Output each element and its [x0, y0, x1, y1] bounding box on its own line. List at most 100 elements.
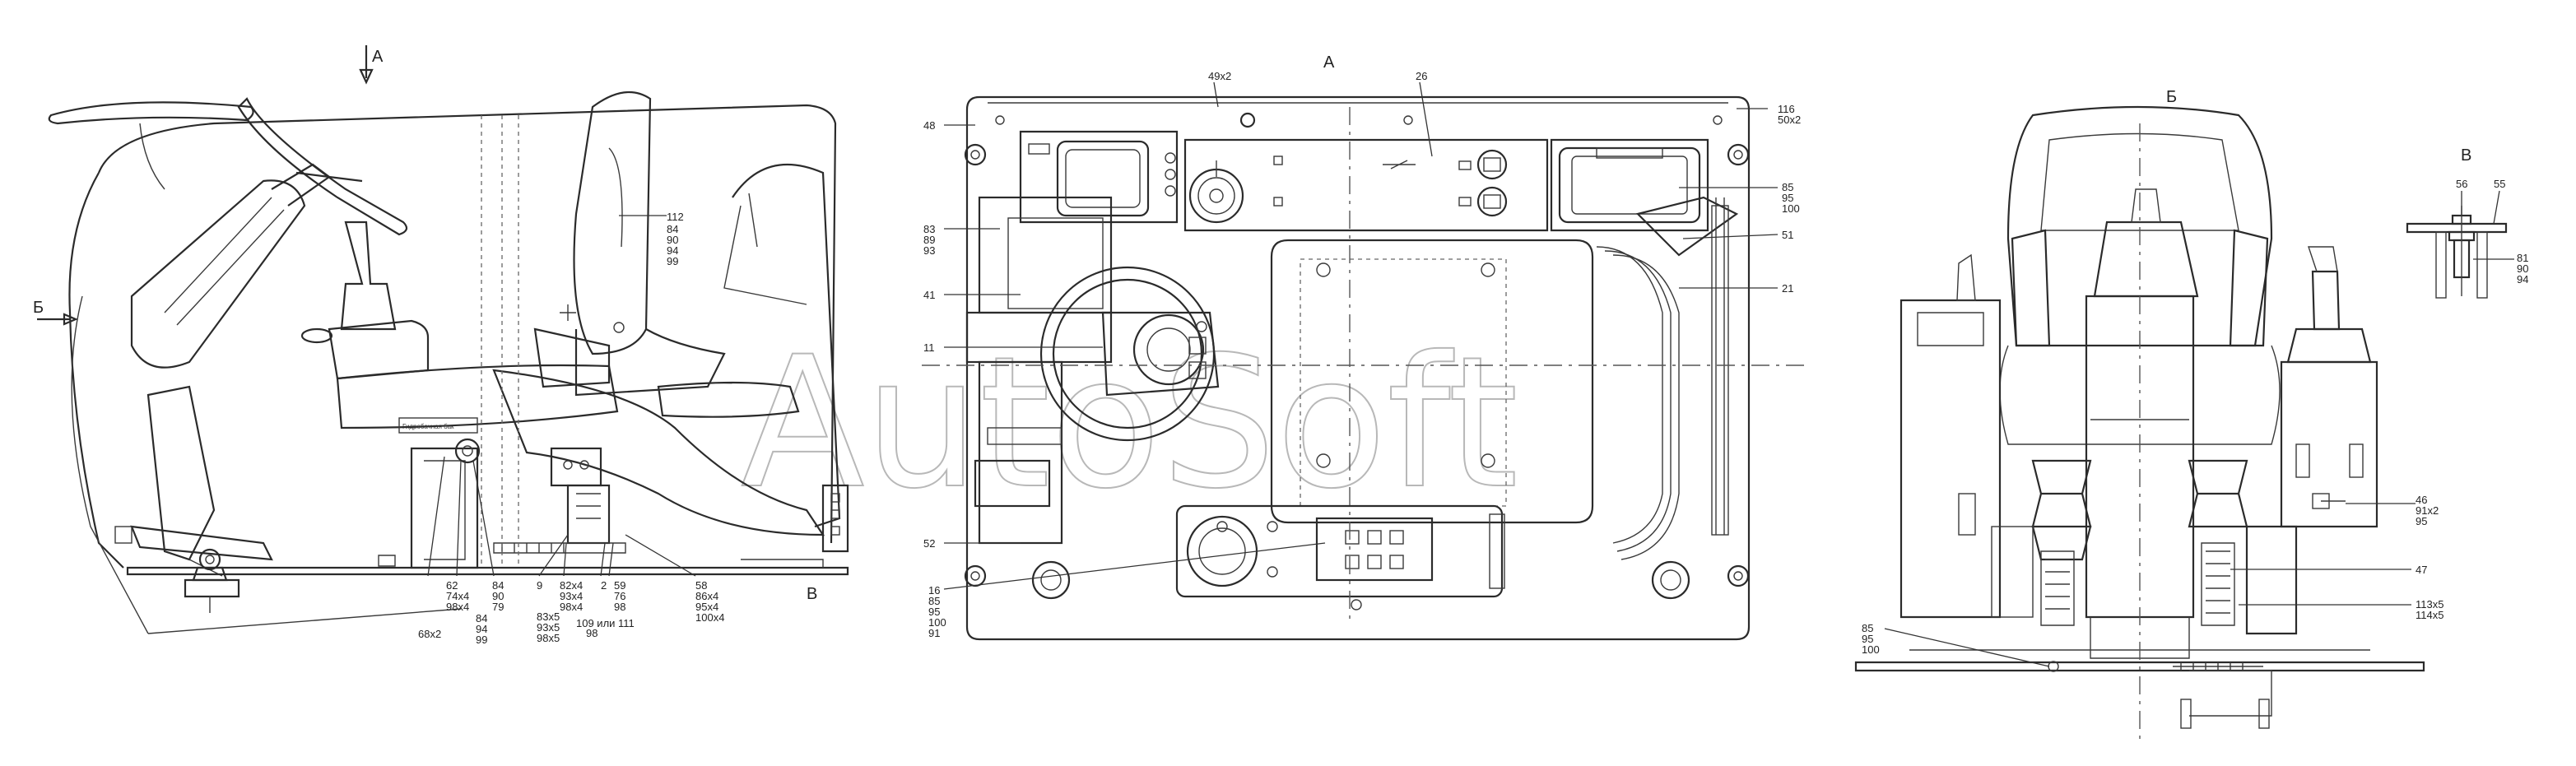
- callout-47: 47: [2416, 564, 2427, 576]
- callout-85-b: 85: [928, 595, 940, 607]
- steering-column: [130, 163, 363, 369]
- watermark: AutoSoft: [741, 318, 1518, 528]
- callout-52: 52: [923, 537, 935, 550]
- callout-9: 9: [537, 579, 542, 592]
- callout-94: 94: [667, 244, 678, 257]
- side-view-callouts: 112 84 90 94 99 62 74х4 98х4 84 90 79 84…: [418, 211, 724, 646]
- callout-56: 56: [2456, 178, 2467, 190]
- view-a: А: [922, 53, 1811, 641]
- callout-90: 90: [667, 234, 678, 246]
- lower-control-panel: [1175, 504, 1505, 610]
- view-a-title: А: [1323, 53, 1335, 72]
- callout-79: 79: [492, 601, 504, 613]
- center-panel: [1270, 239, 1594, 524]
- callout-98x5: 98х5: [537, 632, 560, 644]
- pressure-gauge: [454, 438, 481, 464]
- callout-95x4: 95х4: [695, 601, 718, 613]
- callout-51: 51: [1782, 229, 1793, 241]
- seat-back: [2006, 105, 2273, 347]
- callout-21: 21: [1782, 282, 1793, 295]
- floor-base: [1854, 661, 2425, 672]
- callout-90-b: 90: [492, 590, 504, 602]
- joystick-console: [300, 221, 619, 429]
- callout-76: 76: [614, 590, 625, 602]
- callout-58: 58: [695, 579, 707, 592]
- callout-99: 99: [667, 255, 678, 267]
- callout-91: 91: [928, 627, 940, 639]
- side-view: Гидробачная бак А Б В 112 84 90 94 99 62…: [33, 45, 849, 646]
- seat: [533, 91, 726, 397]
- callout-86x4: 86х4: [695, 590, 718, 602]
- callout-93x5: 93х5: [537, 621, 560, 634]
- callout-83x5: 83х5: [537, 610, 560, 623]
- callout-95: 95: [1782, 192, 1793, 204]
- callout-26: 26: [1416, 70, 1427, 82]
- callout-2: 2: [601, 579, 607, 592]
- callout-11: 11: [923, 341, 935, 354]
- callout-114x5: 114х5: [2416, 609, 2443, 621]
- callout-94-b: 94: [476, 623, 487, 635]
- tank-plate-text: Гидробачная бак: [402, 423, 454, 430]
- bracket-plate: [2406, 222, 2508, 234]
- callout-95-vb: 95: [2416, 515, 2427, 527]
- callout-100: 100: [1782, 202, 1800, 215]
- cab-outline: [97, 104, 837, 544]
- callout-93: 93: [923, 244, 935, 257]
- view-b-callouts: 46 91х2 95 47 113х5 114х5 85 95 100: [1862, 494, 2443, 656]
- callout-62: 62: [446, 579, 458, 592]
- callout-100-vb: 100: [1862, 643, 1880, 656]
- callout-85-vb: 85: [1862, 622, 1873, 634]
- callout-94-vv: 94: [2517, 273, 2528, 286]
- view-v-title: В: [2461, 146, 2471, 165]
- hydraulic-lines: [1596, 196, 1739, 560]
- callout-98-b: 98: [614, 601, 625, 613]
- front-panel-outline: [68, 172, 124, 569]
- left-console-box: [1899, 253, 2034, 619]
- callout-91x2: 91х2: [2416, 504, 2439, 517]
- callout-48: 48: [923, 119, 935, 132]
- callout-82x4: 82х4: [560, 579, 583, 592]
- view-b: Б: [1854, 88, 2443, 740]
- view-mark-v: В: [807, 585, 817, 603]
- callout-16: 16: [928, 584, 940, 597]
- drain-plug-left: [1031, 560, 1071, 600]
- callout-85: 85: [1782, 181, 1793, 193]
- callout-84: 84: [667, 223, 678, 235]
- callout-109: 109 или 111: [576, 617, 635, 629]
- steering-wheel-plan: [1039, 266, 1220, 442]
- callout-98: 98: [586, 627, 598, 639]
- control-console: [1019, 130, 1709, 232]
- callout-83: 83: [923, 223, 935, 235]
- tank-label-plate: [398, 417, 478, 434]
- callout-81: 81: [2517, 252, 2528, 264]
- callout-99-b: 99: [476, 634, 487, 646]
- callout-95-vb-b: 95: [1862, 633, 1873, 645]
- callout-116: 116: [1778, 103, 1795, 115]
- floor-plate: [965, 95, 1751, 641]
- bellows-right: [2188, 459, 2248, 528]
- callout-100-b: 100: [928, 616, 946, 629]
- callout-68x2: 68х2: [418, 628, 441, 640]
- callout-74x4: 74х4: [446, 590, 469, 602]
- callout-98x4-b: 98х4: [560, 601, 583, 613]
- callout-84-c: 84: [476, 612, 487, 624]
- steering-wheel: [48, 97, 408, 236]
- view-mark-b: Б: [33, 299, 44, 317]
- view-b-title: Б: [2166, 88, 2177, 106]
- pedal: [130, 525, 273, 561]
- callout-90-vv: 90: [2517, 262, 2528, 275]
- callout-41: 41: [923, 289, 935, 301]
- view-mark-a: А: [372, 48, 384, 66]
- hydraulic-valve: [550, 447, 611, 545]
- callout-98x4: 98х4: [446, 601, 469, 613]
- callout-112: 112: [667, 211, 684, 223]
- callout-93x4: 93х4: [560, 590, 583, 602]
- cab-floor: [492, 369, 825, 536]
- view-a-callouts: 49х2 26 116 50х2 48 85 95 100 83 89 93 5…: [923, 70, 1801, 639]
- callout-55: 55: [2494, 178, 2505, 190]
- callout-49x2: 49х2: [1208, 70, 1231, 82]
- left-tank-assembly: [965, 196, 1113, 545]
- callout-59: 59: [614, 579, 625, 592]
- drain-plug-right: [1651, 560, 1690, 600]
